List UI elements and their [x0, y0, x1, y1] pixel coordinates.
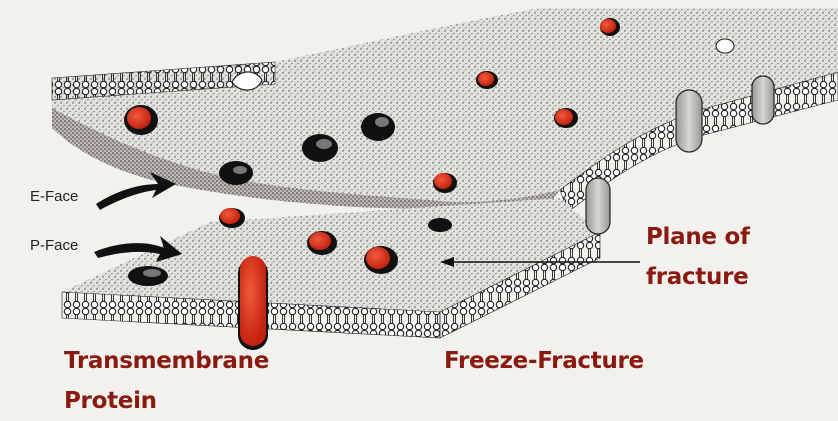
transmembrane-label-line1: Transmembrane	[64, 346, 269, 376]
plane-of-fracture-label-line1: Plane of	[646, 222, 750, 252]
e-face-label: E-Face	[30, 188, 78, 205]
freeze-fracture-title: Freeze-Fracture	[444, 346, 644, 376]
p-face-label: P-Face	[30, 237, 78, 254]
transmembrane-label-line2: Protein	[64, 386, 157, 416]
transmembrane-protein	[238, 256, 268, 350]
plane-of-fracture-label-line2: fracture	[646, 262, 748, 292]
